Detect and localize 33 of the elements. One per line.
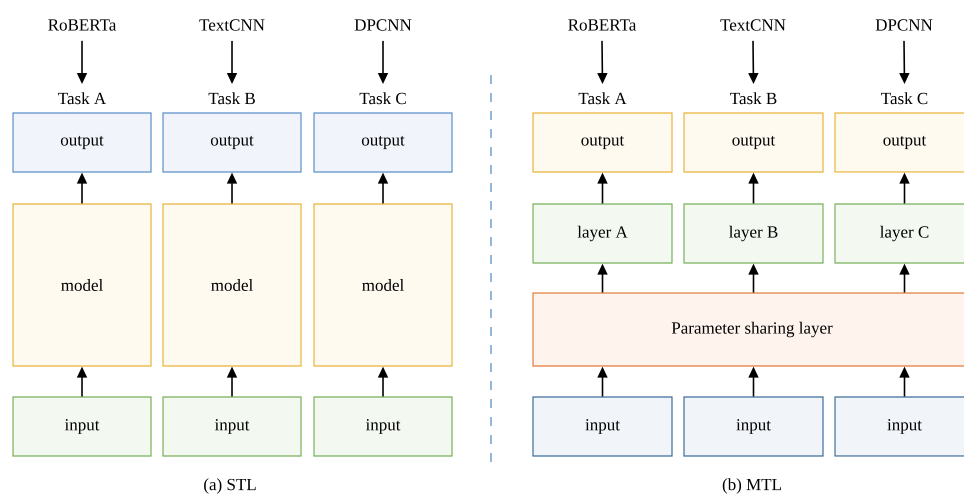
process-box: output <box>683 112 824 173</box>
process-box: model <box>12 203 152 367</box>
model-name: TextCNN <box>199 19 265 31</box>
layer-box: input <box>313 396 453 457</box>
model-name: RoBERTa <box>48 19 116 31</box>
layer-box: layer A <box>532 203 673 264</box>
input-box: input <box>834 396 964 457</box>
layer-box: input <box>162 396 302 457</box>
model-name: RoBERTa <box>568 19 636 31</box>
shared-layer-box: Parameter sharing layer <box>532 292 964 367</box>
process-box: model <box>313 203 453 367</box>
layer-box: input <box>12 396 152 457</box>
task-heading: Task B <box>730 92 776 104</box>
output-box: output <box>313 112 453 173</box>
input-box: input <box>532 396 673 457</box>
model-name: TextCNN <box>720 19 786 31</box>
task-heading: Task C <box>360 92 406 104</box>
subfigure-caption: (a) STL <box>204 478 256 494</box>
output-box: output <box>12 112 152 173</box>
model-name: DPCNN <box>876 19 932 31</box>
task-heading: Task C <box>881 92 928 104</box>
task-heading: Task B <box>208 92 255 104</box>
output-box: output <box>162 112 302 173</box>
process-box: output <box>532 112 673 173</box>
layer-box: layer C <box>834 203 964 264</box>
task-heading: Task A <box>58 92 106 104</box>
process-box: output <box>834 112 964 173</box>
subfigure-caption: (b) MTL <box>722 478 781 494</box>
layer-box: layer B <box>683 203 824 264</box>
process-box: model <box>162 203 302 367</box>
model-name: DPCNN <box>354 19 412 31</box>
input-box: input <box>683 396 824 457</box>
task-heading: Task A <box>578 92 627 104</box>
